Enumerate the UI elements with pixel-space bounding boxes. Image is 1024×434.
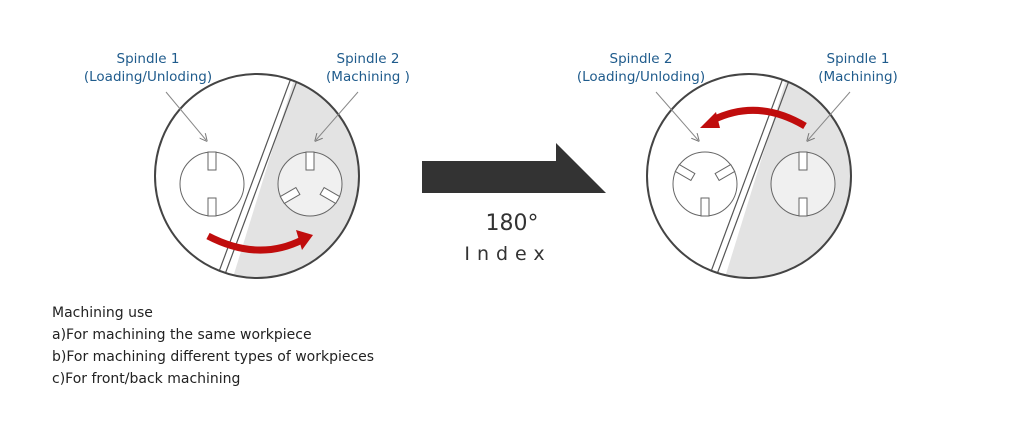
rotation-arrow [711,106,807,130]
spindle-role: (Machining ) [326,69,410,85]
pointer-line [165,91,206,140]
notes-item: a)For machining the same workpiece [52,327,312,343]
table-after: Spindle 2 (Loading/Unloding) Spindle 1 (… [577,51,898,279]
pointer-line [655,91,698,140]
spindle-1-chuck [770,151,836,217]
pointer-line [808,91,851,140]
notes-item: c)For front/back machining [52,371,241,387]
spindle-role: (Loading/Unloding) [84,69,212,85]
rotation-arrowhead [700,112,720,128]
notes-title: Machining use [52,305,153,321]
rotation-arrow [206,232,304,254]
spindle-name: Spindle 1 [117,51,180,67]
divider [705,74,794,278]
spindle-role: (Loading/Unloding) [577,69,705,85]
spindle-name: Spindle 1 [827,51,890,67]
index-label: Index [464,243,551,265]
spindle-role: (Machining) [818,69,898,85]
index-table-outline [646,73,852,279]
spindle-1-chuck [179,151,245,217]
index-arrow-icon [422,143,606,193]
spindle-2-chuck [672,151,738,217]
rotation-arrowhead [296,230,313,250]
notes-item: b)For machining different types of workp… [52,349,375,365]
index-table-outline [154,73,360,279]
pointer-line [316,91,359,140]
table-before: Spindle 1 (Loading/Unloding) Spindle 2 (… [84,51,410,279]
machining-use-notes: Machining use a)For machining the same w… [52,302,374,390]
index-angle: 180° [486,211,539,236]
spindle-2-chuck [277,151,343,217]
spindle-name: Spindle 2 [337,51,400,67]
spindle-name: Spindle 2 [610,51,673,67]
